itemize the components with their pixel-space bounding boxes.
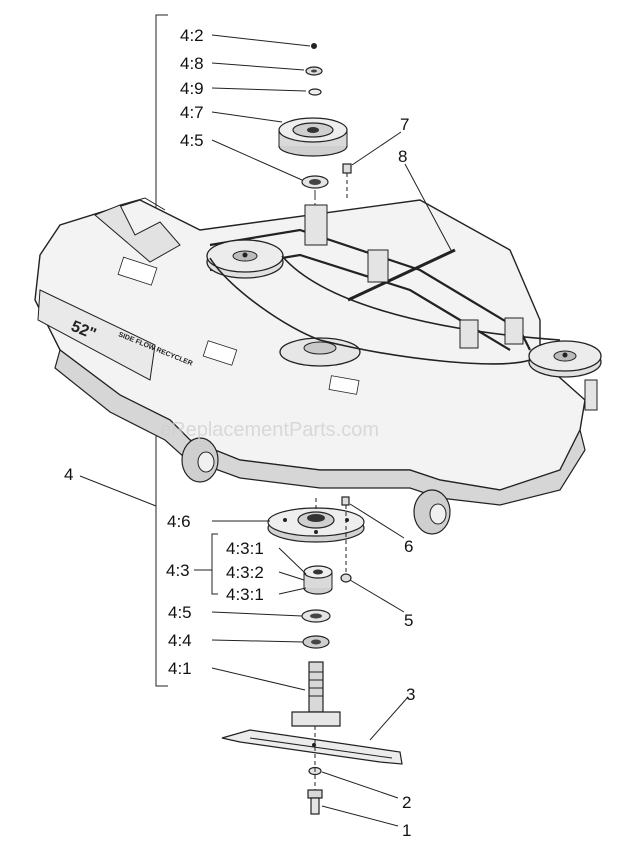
pulley-4-7: [278, 117, 348, 157]
bearing-4-5-bottom: [301, 609, 331, 623]
spindle-shaft-4-1: [291, 661, 341, 727]
center-spindle-housing: [279, 337, 361, 367]
callout-4-3-1-upper: 4:3:1: [226, 539, 264, 558]
spindle-nut-top: [311, 43, 317, 49]
callout-6: 6: [404, 537, 413, 556]
callout-4-3-1-lower: 4:3:1: [226, 585, 264, 604]
blade-bolt-1: [307, 789, 323, 815]
callout-4-8: 4:8: [180, 54, 204, 73]
nut-5: [340, 505, 352, 583]
callout-4: 4: [64, 465, 73, 484]
callout-7: 7: [400, 115, 409, 134]
leader-lines: [211, 34, 453, 827]
callout-3: 3: [406, 685, 415, 704]
callout-2: 2: [402, 793, 411, 812]
right-spindle-pulley: [528, 340, 602, 378]
idler-rod-8: [347, 248, 456, 302]
bolt-7: [342, 163, 352, 200]
right-anti-scalp-wheel: [413, 489, 451, 535]
callout-4-4: 4:4: [168, 631, 192, 650]
watermark: eReplacementParts.com: [160, 419, 379, 441]
bolt-6: [341, 496, 350, 506]
callout-4-5-top: 4:5: [180, 131, 204, 150]
left-spindle-pulley: [206, 239, 284, 279]
callout-4-5-bottom: 4:5: [168, 603, 192, 622]
callout-8: 8: [398, 147, 407, 166]
bearing-4-5-top: [301, 175, 329, 189]
callout-4-3: 4:3: [166, 561, 190, 580]
washer-4-9: [308, 88, 322, 96]
leader-4: [79, 475, 157, 507]
callout-4-6: 4:6: [167, 512, 191, 531]
seal-4-4: [302, 635, 330, 649]
callout-4-7: 4:7: [180, 103, 204, 122]
left-anti-scalp-wheel: [181, 437, 219, 483]
mower-deck: 52" SIDE FLOW RECYCLER: [34, 197, 602, 535]
hex-nut-4-8: [305, 66, 323, 76]
callout-1: 1: [402, 821, 411, 840]
assembly-4-3-bracket: [211, 533, 218, 595]
callout-4-1: 4:1: [168, 659, 192, 678]
bearing-assembly-4-3: [303, 565, 333, 595]
callout-4-3-2: 4:3:2: [226, 563, 264, 582]
mower-blade-3: [221, 729, 403, 765]
callout-4-9: 4:9: [180, 79, 204, 98]
callout-4-2: 4:2: [180, 26, 204, 45]
spindle-housing-4-6: [267, 507, 365, 543]
callout-5: 5: [404, 611, 413, 630]
